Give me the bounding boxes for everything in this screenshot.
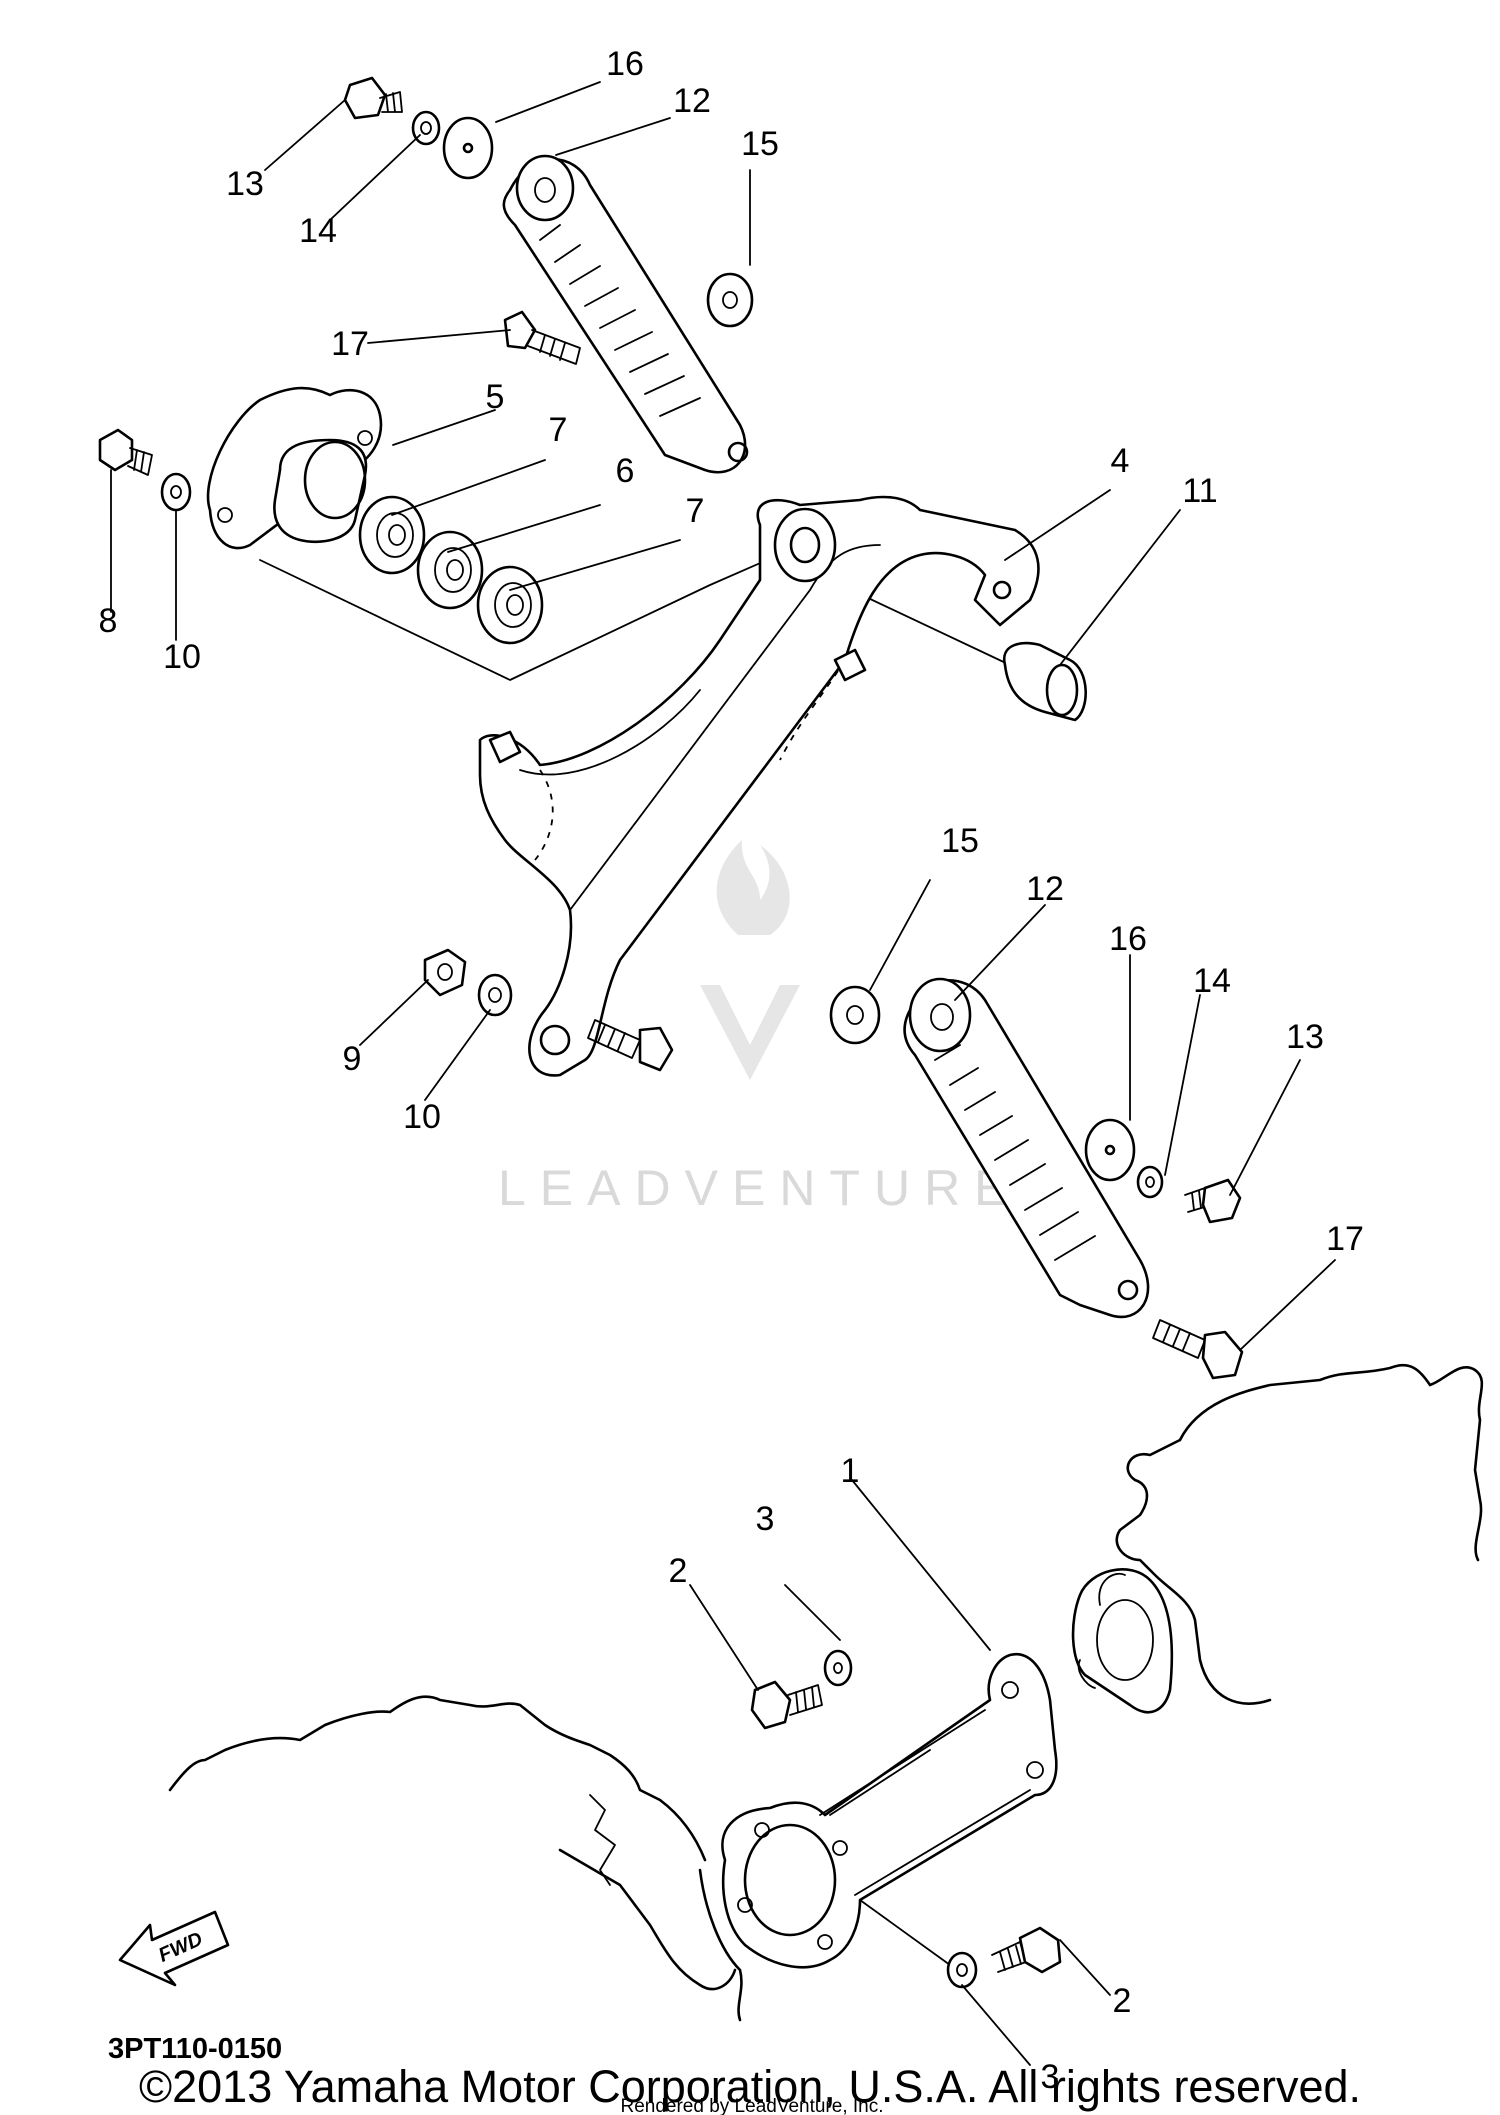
callout-5: 5: [486, 378, 505, 416]
bolt-8: [98, 428, 153, 476]
callout-14-lower: 14: [1193, 962, 1231, 1000]
upper-washer-15: [706, 272, 754, 328]
callout-3-upper: 3: [756, 1500, 775, 1538]
callout-8: 8: [99, 602, 118, 640]
callout-10-upper: 10: [163, 638, 201, 676]
lower-shock-absorber: [903, 977, 1150, 1319]
callout-7-lower: 7: [686, 492, 705, 530]
bracket-bolt-2-lower: [991, 1926, 1062, 1974]
swing-arm-4: [478, 495, 1040, 1077]
lower-washer-16: [1084, 1118, 1136, 1182]
lower-washer-15: [829, 985, 881, 1045]
upper-washer-16: [442, 116, 494, 180]
lower-bolt-17: [1152, 1319, 1244, 1380]
callout-4: 4: [1111, 442, 1130, 480]
callout-7-upper: 7: [549, 411, 568, 449]
callout-15-upper: 15: [741, 125, 779, 163]
callout-11: 11: [1182, 472, 1217, 510]
bracket-bolt-2-upper: [750, 1680, 823, 1730]
callout-12-upper: 12: [673, 82, 711, 120]
washer-10-upper: [160, 472, 192, 512]
bracket-plate-5: [206, 386, 383, 550]
callout-3-lower: 3: [1041, 2058, 1060, 2096]
left-case-outline: [168, 1695, 743, 2022]
callout-13-lower: 13: [1286, 1018, 1324, 1056]
callout-13-upper: 13: [226, 165, 264, 203]
engine-case-outline: [1071, 1363, 1484, 1714]
callout-17-lower: 17: [1326, 1220, 1364, 1258]
upper-bolt-17: [503, 310, 581, 365]
callout-17-upper: 17: [331, 325, 369, 363]
bearing-7-left: [358, 495, 426, 575]
callout-labels: 1 2 2 3 3 4 5 6 7 7 8 9 10 10 11 12 12 1…: [99, 45, 1364, 2096]
assembly-axis-line: [259, 549, 1011, 681]
lower-bolt-13: [1184, 1178, 1242, 1224]
callout-16-lower: 16: [1109, 920, 1147, 958]
part-code: 3PT110-0150: [108, 2033, 282, 2065]
upper-shock-absorber: [502, 154, 749, 474]
watermark-text: LEADVENTURE: [498, 1160, 1022, 1216]
bushing-11: [1002, 641, 1087, 722]
callout-12-lower: 12: [1026, 870, 1064, 908]
bracket-washer-3-lower: [946, 1951, 978, 1989]
washer-10-lower: [477, 973, 513, 1017]
callout-9: 9: [343, 1040, 362, 1078]
bearing-7-right: [476, 565, 544, 645]
copyright-notice: ©2013 Yamaha Motor Corporation, U.S.A. A…: [139, 2061, 1361, 2112]
upper-bolt-13: [343, 76, 403, 120]
rendered-by-credit: Rendered by LeadVenture, Inc.: [620, 2096, 883, 2115]
callout-2-upper: 2: [669, 1552, 688, 1590]
callout-1: 1: [841, 1452, 860, 1490]
callout-10-lower: 10: [403, 1098, 441, 1136]
arm-bolt: [587, 1019, 674, 1072]
lower-washer-14: [1136, 1165, 1164, 1199]
bracket-washer-3-upper: [823, 1649, 853, 1687]
callout-6: 6: [616, 452, 635, 490]
forward-arrow-icon: FWD: [118, 1910, 230, 1987]
engine-bracket-1: [721, 1652, 1058, 1969]
upper-washer-14: [411, 110, 441, 146]
callout-14-upper: 14: [299, 212, 337, 250]
collar-6: [416, 530, 484, 610]
callout-2-lower: 2: [1113, 1982, 1132, 2020]
leader-lines: [110, 81, 1336, 2066]
nut-9: [423, 948, 467, 997]
watermark: LEADVENTURE: [498, 840, 1022, 1216]
callout-16-upper: 16: [606, 45, 644, 83]
callout-15-lower: 15: [941, 822, 979, 860]
